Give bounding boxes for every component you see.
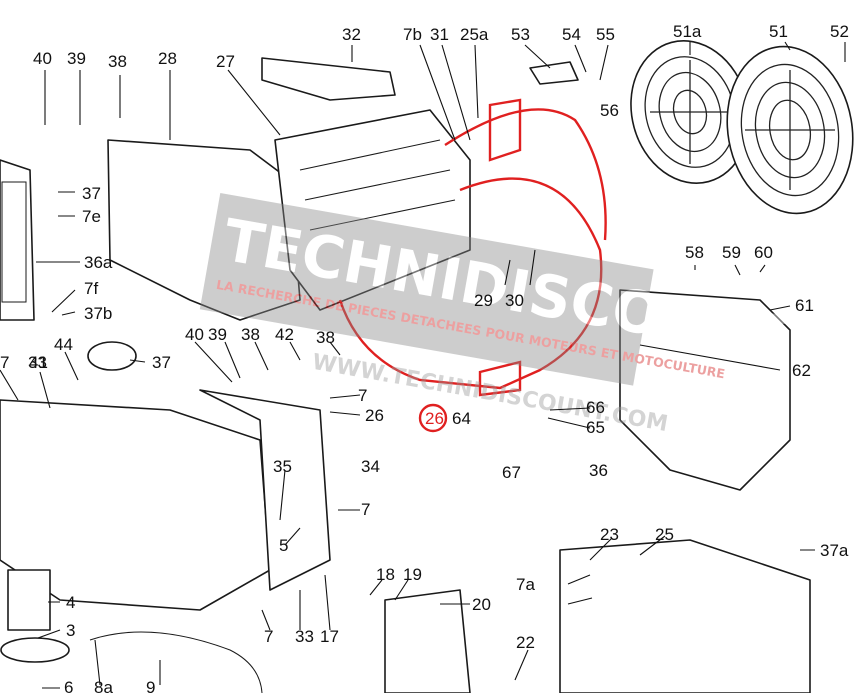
callout-label: 37 — [152, 353, 171, 372]
callout-labels: 0 40 39 38 28 27 32 7b 31 25a 53 54 55 5… — [0, 22, 849, 693]
callout-label: 25 — [655, 525, 674, 544]
watermark-band — [199, 193, 654, 386]
callout-label: 58 — [685, 243, 704, 262]
callout-label: 36 — [589, 461, 608, 480]
part-8a-hose — [89, 631, 263, 693]
callout-label: 55 — [596, 25, 615, 44]
callout-label: 23 — [600, 525, 619, 544]
callout-label: 42 — [275, 325, 294, 344]
callout-label: 60 — [754, 243, 773, 262]
part-26-outline — [338, 177, 603, 390]
callout-label: 7 — [0, 353, 9, 372]
part-27-ribs — [299, 139, 456, 231]
callout-label: 65 — [586, 418, 605, 437]
callout-label: 37 — [82, 184, 101, 203]
part-36-tank — [0, 399, 271, 611]
part-4-filter-base — [0, 637, 70, 663]
callout-label: 29 — [474, 291, 493, 310]
part-26-upper-edge — [444, 108, 607, 241]
part-41-cap — [87, 341, 137, 371]
part-27-shroud — [274, 109, 471, 311]
callout-label: 7 — [358, 386, 367, 405]
callout-label: 38 — [241, 325, 260, 344]
part-26-tab — [488, 98, 522, 162]
part-5-filter — [7, 569, 51, 631]
callout-label: 33 — [295, 627, 314, 646]
callout-label: 41 — [29, 353, 48, 372]
callout-label: 38 — [108, 52, 127, 71]
callout-label: 37a — [820, 541, 849, 560]
part-26-highlight — [338, 98, 607, 433]
callout-label: 6 — [64, 678, 73, 693]
callout-label: 66 — [586, 398, 605, 417]
callout-label: 51a — [673, 22, 702, 41]
callout-label: 7 — [264, 627, 273, 646]
callout-label: 64 — [452, 409, 471, 428]
callout-label: 26 — [365, 406, 384, 425]
callout-label: 62 — [792, 361, 811, 380]
callout-label: 40 — [33, 49, 52, 68]
callout-label: 19 — [403, 565, 422, 584]
callout-label: 7a — [516, 575, 535, 594]
part-26-foot — [478, 360, 522, 397]
callout-label: 20 — [472, 595, 491, 614]
part-36a-window — [1, 181, 27, 303]
callout-label: 9 — [146, 678, 155, 693]
callout-label: 18 — [376, 565, 395, 584]
callout-label: 52 — [830, 22, 849, 41]
callout-label: 36a — [84, 253, 113, 272]
callout-label: 38 — [316, 328, 335, 347]
callout-label: 54 — [562, 25, 581, 44]
callout-label: 22 — [516, 633, 535, 652]
part-19-plate — [384, 589, 471, 693]
part-36a — [0, 159, 35, 321]
callout-26-label: 26 — [425, 409, 444, 428]
callout-label: 30 — [505, 291, 524, 310]
callout-label: 39 — [208, 325, 227, 344]
callout-label: 37b — [84, 304, 112, 323]
callout-label: 8a — [94, 678, 113, 693]
callout-label: 44 — [54, 335, 73, 354]
part-28-panel — [107, 139, 301, 321]
part-51a-grille — [630, 40, 750, 184]
callout-label: 7f — [84, 279, 98, 298]
callout-label: 32 — [342, 25, 361, 44]
callout-label: 3 — [66, 621, 75, 640]
leader-lines — [0, 41, 846, 689]
callout-label: 33 — [28, 353, 47, 372]
part-32-bracket — [261, 57, 396, 101]
callout-label: 59 — [722, 243, 741, 262]
callout-label: 53 — [511, 25, 530, 44]
callout-label: 31 — [430, 25, 449, 44]
part-61-cover — [619, 289, 791, 491]
part-53-bracket — [529, 61, 579, 85]
callout-label: 40 — [185, 325, 204, 344]
callout-label: 5 — [279, 536, 288, 555]
callout-label: 56 — [600, 101, 619, 120]
callout-label: 51 — [769, 22, 788, 41]
callout-label: 35 — [273, 457, 292, 476]
callout-label: 7 — [361, 500, 370, 519]
callout-label: 67 — [502, 463, 521, 482]
callout-label: 7b — [403, 25, 422, 44]
part-drawings — [0, 40, 854, 693]
callout-label: 34 — [361, 457, 380, 476]
callout-label: 61 — [795, 296, 814, 315]
callout-label: 17 — [320, 627, 339, 646]
part-engine-block — [559, 539, 811, 693]
callout-26-circle — [418, 403, 448, 433]
part-51-grille — [726, 45, 854, 215]
callout-label: 7e — [82, 207, 101, 226]
part-34-bracket — [199, 389, 331, 591]
callout-label: 25a — [460, 25, 489, 44]
callout-label: 28 — [158, 49, 177, 68]
callout-label: 27 — [216, 52, 235, 71]
callout-label: 4 — [66, 593, 75, 612]
callout-label: 39 — [67, 49, 86, 68]
